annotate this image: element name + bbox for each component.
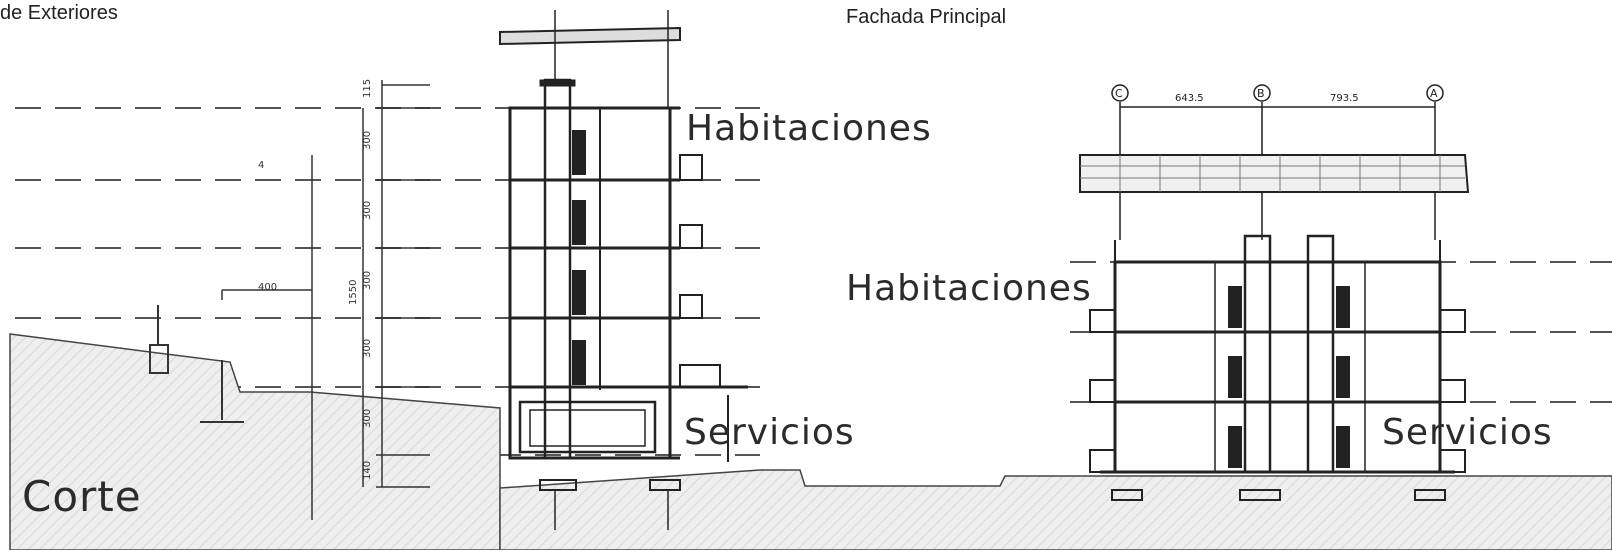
grid-dimension: 643.5: [1175, 93, 1204, 104]
section-building: [499, 10, 748, 530]
level-dim: 300: [362, 131, 373, 150]
misc-lines: [221, 155, 313, 520]
level-dim: 300: [362, 339, 373, 358]
level-dim: 300: [362, 271, 373, 290]
level-dim: 300: [362, 409, 373, 428]
label-habitaciones-elevation: Habitaciones: [846, 268, 1092, 309]
terrain-middle: [499, 469, 1612, 551]
vertical-dimension-labels: 115 300 300 300 300 300 140 1550 4 400: [258, 79, 373, 480]
heading-exteriores: de Exteriores: [0, 2, 118, 24]
axis-label: B: [1257, 87, 1265, 100]
label-habitaciones-section: Habitaciones: [686, 108, 932, 149]
elevation-building: [1079, 84, 1470, 501]
axis-label: A: [1430, 87, 1438, 100]
heading-fachada-principal: Fachada Principal: [846, 6, 1007, 28]
floor-count-note: 4: [258, 160, 264, 171]
retaining-details: [149, 305, 244, 423]
grid-dimension: 793.5: [1330, 93, 1359, 104]
label-corte: Corte: [22, 472, 142, 521]
level-dim: 115: [362, 79, 373, 98]
level-dim: 300: [362, 201, 373, 220]
label-servicios-elevation: Servicios: [1382, 412, 1553, 453]
vertical-dimension: [362, 80, 430, 488]
total-height-dim: 1550: [348, 280, 359, 305]
grid-labels: C B A 643.5 793.5: [1115, 87, 1438, 104]
axis-label: C: [1115, 87, 1123, 100]
label-servicios-section: Servicios: [684, 412, 855, 453]
level-dim: 140: [362, 461, 373, 480]
offset-dim: 400: [258, 282, 277, 293]
